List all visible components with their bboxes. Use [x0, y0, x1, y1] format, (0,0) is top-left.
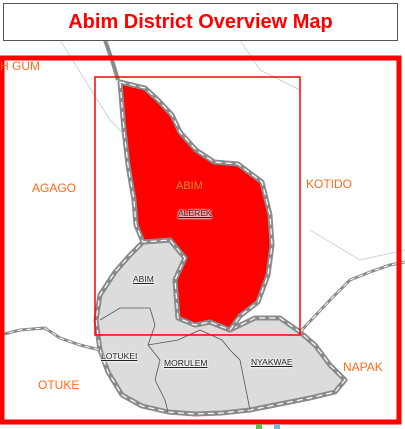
- alerek-highlight-dash: [119, 81, 273, 331]
- inset-frame: [94, 76, 301, 336]
- subcounty-label-abim: ABIM: [133, 274, 154, 284]
- outer-frame: [0, 55, 402, 425]
- neighbour-label-kotido: KOTIDO: [306, 177, 353, 191]
- neighbour-boundaries-dash: [0, 261, 405, 351]
- map-marker: [256, 424, 262, 429]
- map-marker: [274, 424, 280, 429]
- gray-subcounties-dash: [95, 239, 346, 415]
- subcounty-label-morulem: MORULEM: [164, 358, 208, 368]
- subcounty-label-lotukei: LOTUKEI: [101, 351, 138, 361]
- boundary-napak-east-dash: [299, 261, 405, 333]
- neighbour-label-agago: AGAGO: [32, 181, 77, 195]
- district-label-abim: ABIM: [176, 180, 203, 192]
- subcounty-label-nyakwae: NYAKWAE: [251, 357, 293, 367]
- neighbour-label-partial: H GUM: [0, 59, 40, 73]
- neighbour-label-otuke: OTUKE: [38, 378, 80, 392]
- road-line: [309, 229, 405, 261]
- neighbour-label-napak: NAPAK: [343, 360, 383, 374]
- boundary-abim-lotukei: [99, 307, 161, 361]
- road-line: [239, 39, 301, 91]
- map-title-box: Abim District Overview Map: [3, 3, 398, 41]
- boundary-otuke-west-dash: [0, 327, 101, 351]
- boundary-morulem-nyakwae: [221, 339, 251, 411]
- subcounty-label-alerek: ALEREK: [178, 208, 212, 218]
- boundary-lotukei-morulem: [154, 359, 169, 413]
- map-title: Abim District Overview Map: [68, 10, 333, 33]
